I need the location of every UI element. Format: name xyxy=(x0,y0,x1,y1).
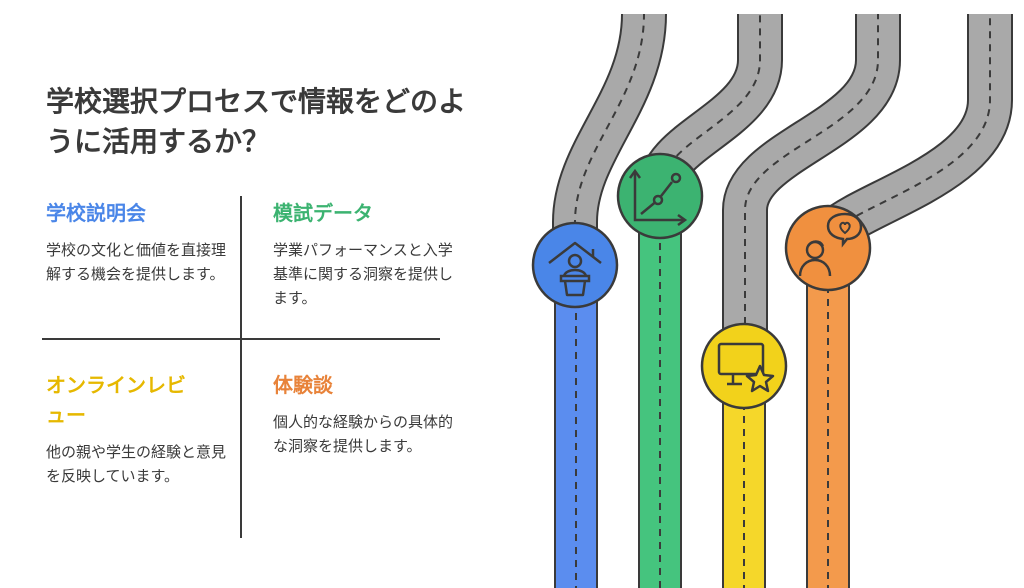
road-gray-1 xyxy=(552,13,667,240)
card-body: 学業パフォーマンスと入学基準に関する洞察を提供します。 xyxy=(273,241,454,307)
vertical-divider xyxy=(240,196,242,538)
card-heading: 模試データ xyxy=(273,201,373,225)
road-gray-3 xyxy=(722,14,901,350)
horizontal-divider xyxy=(42,338,440,340)
card-heading: オンラインレビュー xyxy=(46,373,186,427)
lane-orange xyxy=(806,260,850,588)
monitor-star-icon xyxy=(700,322,788,410)
card-body: 他の親や学生の経験と意見を反映しています。 xyxy=(46,443,227,485)
card-heading: 体験談 xyxy=(273,373,333,397)
person-heart-icon xyxy=(784,204,872,292)
diagram-title: 学校選択プロセスで情報をどのように活用するか？ xyxy=(46,85,467,158)
line-chart-icon xyxy=(616,152,704,240)
card-heading: 学校説明会 xyxy=(46,201,146,225)
card-body: 個人的な経験からの具体的な洞察を提供します。 xyxy=(273,413,454,455)
card-experiences: 体験談 個人的な経験からの具体的な洞察を提供します。 xyxy=(273,370,453,458)
lane-yellow xyxy=(722,390,766,588)
card-body: 学校の文化と価値を直接理解する機会を提供します。 xyxy=(46,241,227,283)
card-info-session: 学校説明会 学校の文化と価値を直接理解する機会を提供します。 xyxy=(46,198,226,286)
lane-blue xyxy=(554,300,598,588)
lane-green xyxy=(638,230,682,588)
card-online-reviews: オンラインレビュー 他の親や学生の経験と意見を反映しています。 xyxy=(46,370,226,488)
card-mock-exam: 模試データ 学業パフォーマンスと入学基準に関する洞察を提供します。 xyxy=(273,198,453,310)
school-speaker-icon xyxy=(531,221,619,309)
